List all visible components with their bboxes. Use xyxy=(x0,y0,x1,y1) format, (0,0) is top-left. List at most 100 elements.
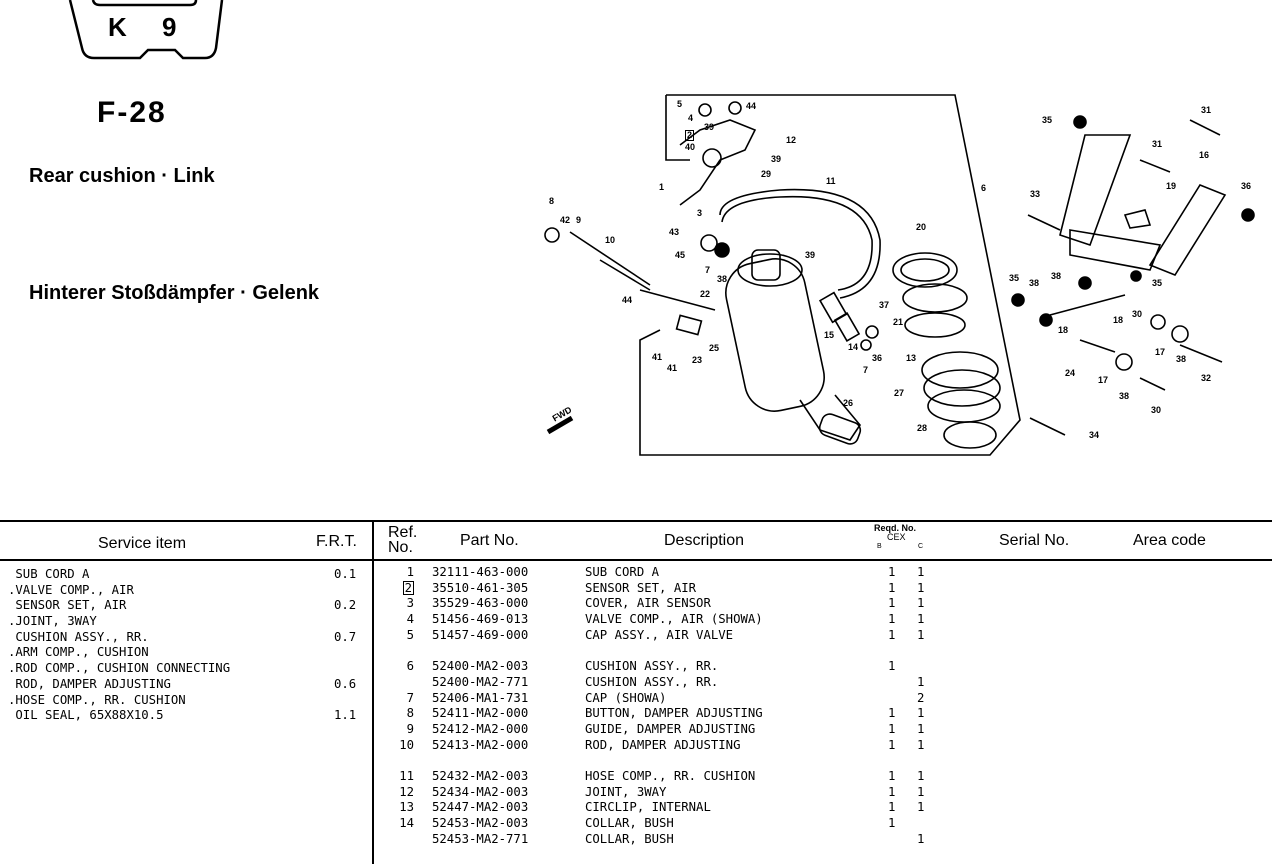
callout: 8 xyxy=(549,196,555,206)
service-row: SENSOR SET, AIR 0.2 xyxy=(8,598,364,614)
part-no: 35510-461-305 xyxy=(432,580,529,595)
table-header-rule xyxy=(0,559,1272,561)
qty-c: 2 xyxy=(917,690,925,705)
qty-b: 1 xyxy=(888,565,896,579)
service-item: ROD, DAMPER ADJUSTING xyxy=(8,676,171,691)
qty-c: 1 xyxy=(917,768,925,783)
qty-b: 1 xyxy=(888,800,896,815)
service-item: OIL SEAL, 65X88X10.5 xyxy=(8,708,164,723)
part-no: 51456-469-013 xyxy=(432,612,529,627)
description: COVER, AIR SENSOR xyxy=(585,596,711,611)
ref-no: 13 xyxy=(399,800,414,815)
fwd-arrow-icon xyxy=(546,415,574,435)
title-german: Hinterer Stoßdämpfer · Gelenk xyxy=(29,282,320,304)
col-c-header: C xyxy=(918,543,924,550)
title-english: Rear cushion · Link xyxy=(29,165,215,187)
service-item: CUSHION ASSY., RR. xyxy=(8,629,149,644)
shock-absorber-drawing xyxy=(544,94,1021,456)
qty-c: 1 xyxy=(917,612,925,627)
description: BUTTON, DAMPER ADJUSTING xyxy=(585,706,763,721)
callout: 38 xyxy=(1029,278,1040,288)
ref-no: 1 xyxy=(406,565,414,579)
part-no: 32111-463-000 xyxy=(432,565,529,579)
callout: 28 xyxy=(917,423,928,433)
ref-no: 11 xyxy=(399,768,414,783)
callout: 39 xyxy=(771,154,782,164)
part-no: 52413-MA2-000 xyxy=(432,737,529,752)
part-no: 52411-MA2-000 xyxy=(432,706,529,721)
description: CUSHION ASSY., RR. xyxy=(585,659,719,674)
callout: 7 xyxy=(705,265,711,275)
qty-b: 1 xyxy=(888,737,896,752)
qty-c: 1 xyxy=(917,565,925,579)
qty-c: 1 xyxy=(917,706,925,721)
qty-b: 1 xyxy=(888,659,896,674)
part-no-header: Part No. xyxy=(460,532,519,549)
part-no: 52434-MA2-003 xyxy=(432,784,529,799)
callout: 42 xyxy=(560,215,571,225)
ref-no: 6 xyxy=(406,659,414,674)
part-no: 52432-MA2-003 xyxy=(432,768,529,783)
table-row xyxy=(380,753,940,769)
description: CAP ASSY., AIR VALVE xyxy=(585,627,734,642)
callout: 31 xyxy=(1201,105,1212,115)
qty-c: 1 xyxy=(917,737,925,752)
service-row: .ARM COMP., CUSHION xyxy=(8,645,364,661)
qty-b: 1 xyxy=(888,784,896,799)
ref-no: 4 xyxy=(406,612,414,627)
qty-b: 1 xyxy=(888,612,896,627)
callout: 3 xyxy=(697,208,703,218)
frt-value: 1.1 xyxy=(334,708,357,723)
model-badge-outline xyxy=(68,0,224,60)
service-item: .VALVE COMP., AIR xyxy=(8,582,134,597)
callout: 25 xyxy=(709,343,720,353)
frt-value: 0.1 xyxy=(334,567,357,581)
part-no: 52400-MA2-771 xyxy=(432,674,529,689)
part-no: 52447-MA2-003 xyxy=(432,800,529,815)
qty-c: 1 xyxy=(917,831,925,846)
frt-header: F.R.T. xyxy=(316,533,357,550)
callout: 41 xyxy=(667,363,678,373)
callout: 12 xyxy=(786,135,797,145)
table-row: 1 32111-463-000 SUB CORD A 1 1 xyxy=(380,565,940,581)
callout: 45 xyxy=(675,250,686,260)
qty-c: 1 xyxy=(917,627,925,642)
service-row: OIL SEAL, 65X88X10.5 1.1 xyxy=(8,708,364,724)
callout: 29 xyxy=(761,169,772,179)
qty-b: 1 xyxy=(888,721,896,736)
callout: 9 xyxy=(576,215,582,225)
service-item: SENSOR SET, AIR xyxy=(8,598,127,613)
callout: 40 xyxy=(685,142,696,152)
link-drawing xyxy=(1011,115,1255,436)
description: GUIDE, DAMPER ADJUSTING xyxy=(585,721,756,736)
ref-no: 8 xyxy=(406,706,414,721)
frt-value: 0.2 xyxy=(334,598,357,613)
callout: 7 xyxy=(863,365,869,375)
callout: 30 xyxy=(1151,405,1162,415)
description: HOSE COMP., RR. CUSHION xyxy=(585,768,756,783)
callout: 1 xyxy=(659,182,665,192)
qty-c: 1 xyxy=(917,784,925,799)
description: SUB CORD A xyxy=(585,565,660,579)
service-item: .HOSE COMP., RR. CUSHION xyxy=(8,692,186,707)
callout: 38 xyxy=(1051,271,1062,281)
part-no: 52453-MA2-771 xyxy=(432,831,529,846)
part-no: 52406-MA1-731 xyxy=(432,690,529,705)
callout: 35 xyxy=(1042,115,1053,125)
callout: 15 xyxy=(824,330,835,340)
description-header: Description xyxy=(664,532,745,549)
qty-b: 1 xyxy=(888,627,896,642)
callout: 35 xyxy=(1152,278,1163,288)
callout: 44 xyxy=(622,295,633,305)
qty-b: 1 xyxy=(888,706,896,721)
